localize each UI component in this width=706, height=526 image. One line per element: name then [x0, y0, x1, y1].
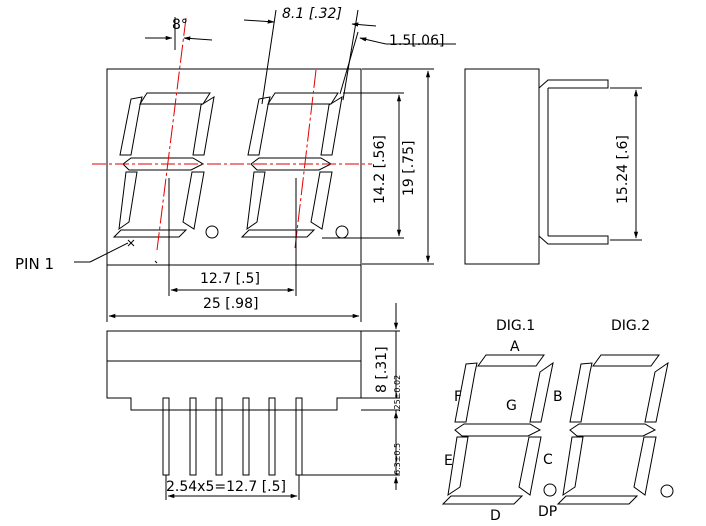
segment-span-label: 14.2 [.56] — [372, 135, 388, 204]
segment-label-a: A — [510, 339, 520, 355]
front-digit-2-segment-e — [246, 171, 266, 231]
pin-4 — [242, 397, 250, 476]
segment-width-arrow — [359, 37, 387, 45]
front-digit-1-segment-f — [119, 96, 143, 156]
front-digit-2 — [240, 92, 349, 239]
diagram-digit-2 — [556, 354, 674, 505]
segment-label-b: B — [553, 389, 563, 405]
segment-label-c: C — [543, 452, 553, 468]
pin-5 — [268, 397, 276, 476]
pin-pitch-label: 2.54x5=12.7 [.5] — [166, 479, 286, 495]
digit-height-arrow-right — [351, 22, 377, 27]
diagram-digit-1-segment-d — [441, 495, 524, 505]
front-digit-1-segment-b — [192, 95, 215, 156]
digit-pitch-dimension: 12.7 [.5] — [168, 178, 297, 296]
side-pin-top — [538, 79, 609, 89]
segment-width-dimension: 1.5[.06] — [339, 31, 456, 95]
body-width-dimension: 25 [.98] — [106, 265, 362, 322]
front-digit-2-segment-g — [250, 157, 333, 171]
front-digit-1-segment-d — [112, 229, 188, 238]
pin-pitch-dimension: 2.54x5=12.7 [.5] — [165, 475, 300, 500]
front-body-outline — [106, 68, 362, 266]
front-digit-1 — [112, 92, 219, 239]
digit-height-extension-left — [261, 9, 277, 105]
front-centerlines — [92, 17, 372, 251]
front-digit-1-dp — [205, 225, 219, 239]
digit-height-label: 8.1 [.32] — [282, 6, 342, 22]
slant-arrow-right — [183, 36, 213, 41]
front-digit-2-segment-c — [310, 171, 333, 230]
body-height-label: 19 [.75] — [401, 141, 417, 196]
segment-label-dp: DP — [538, 504, 557, 520]
bottom-vertical-dimensions: 8 [.31] .25±0.02 6.3±0.5 — [302, 303, 402, 490]
diagram-digit-2-segment-f — [569, 362, 593, 423]
diagram-digit-2-segment-a — [592, 354, 660, 367]
segment-span-dimension: 14.2 [.56] — [322, 92, 404, 239]
diagram-digit-1-segment-g — [454, 423, 542, 437]
front-digit-2-segment-b — [320, 95, 343, 156]
diagram-digit-1-dp — [543, 483, 557, 497]
slant-angle-label: 8° — [172, 17, 188, 33]
digit-height-dimension: 8.1 [.32] — [243, 6, 377, 105]
bottom-view: 2.54x5=12.7 [.5] 8 [.31] .25±0.02 6.3±0.… — [106, 303, 402, 500]
pin1-small-dot — [154, 260, 158, 264]
segment-label-d: D — [490, 508, 501, 524]
diagram-digit-2-segment-e — [562, 436, 584, 497]
dig1-label: DIG.1 — [496, 318, 535, 334]
digit-pitch-label: 12.7 [.5] — [200, 271, 260, 287]
bottom-body-lower — [106, 361, 362, 411]
segment-label-g: G — [506, 398, 517, 414]
pin1-mark-b — [127, 239, 135, 247]
pin-2 — [189, 397, 197, 476]
diagram-digit-1-segment-e — [447, 436, 469, 497]
diagram-digit-1 — [441, 354, 557, 505]
dig2-label: DIG.2 — [611, 318, 650, 334]
pin-length-label: 6.3±0.5 — [393, 443, 402, 475]
slant-angle-dimension: 8° — [145, 17, 213, 50]
diagram-digit-1-segment-a — [477, 354, 545, 367]
pin1-callout: PIN 1 — [15, 239, 158, 273]
body-height-dimension: 19 [.75] — [362, 68, 434, 265]
digit-height-extension-right — [342, 9, 359, 101]
side-pin-bottom — [538, 235, 609, 245]
pin1-label: PIN 1 — [15, 255, 54, 273]
side-view: 15.24 [.6] — [464, 68, 642, 265]
depth-label: 8 [.31] — [374, 346, 390, 393]
diagram-digit-2-segment-c — [633, 436, 657, 496]
segment-label-e: E — [444, 453, 453, 469]
front-digit-2-dp — [335, 225, 349, 239]
diagram-digit-1-segment-c — [518, 436, 542, 496]
diagram-digit-1-segment-b — [529, 361, 554, 423]
pin1-leader-diagonal — [89, 242, 129, 263]
front-digit-2-segment-d — [240, 229, 316, 238]
digit-1-slant-centerline — [156, 17, 187, 251]
segment-label-f: F — [454, 389, 462, 405]
digit-height-arrow-left — [243, 19, 275, 24]
pin-row-spacing-label: 15.24 [.6] — [615, 135, 631, 204]
segment-diagram: DIG.1 DIG.2 A B C D E — [441, 318, 674, 524]
bottom-body-top — [106, 330, 362, 362]
digit-2-slant-centerline — [294, 69, 317, 249]
front-digit-2-segment-f — [247, 96, 271, 156]
front-digit-1-segment-c — [182, 171, 205, 230]
pin-3 — [215, 397, 223, 476]
diagram-digit-2-dp — [660, 484, 674, 498]
segment-width-extension — [339, 31, 359, 95]
front-digit-2-segment-a — [267, 92, 339, 105]
front-view: 8° 8.1 [.32] 1.5[.06] 14.2 [.56] — [15, 6, 456, 322]
body-width-label: 25 [.98] — [203, 296, 258, 312]
diagram-digit-2-segment-d — [556, 495, 639, 505]
side-body-outline — [464, 68, 540, 265]
standoff-label: .25±0.02 — [393, 375, 402, 412]
front-digit-1-segment-e — [118, 171, 138, 231]
diagram-digit-1-segment-f — [454, 362, 478, 423]
diagram-digit-2-segment-g — [569, 423, 657, 437]
diagram-digit-2-segment-b — [644, 361, 669, 423]
segment-width-label: 1.5[.06] — [389, 33, 444, 49]
